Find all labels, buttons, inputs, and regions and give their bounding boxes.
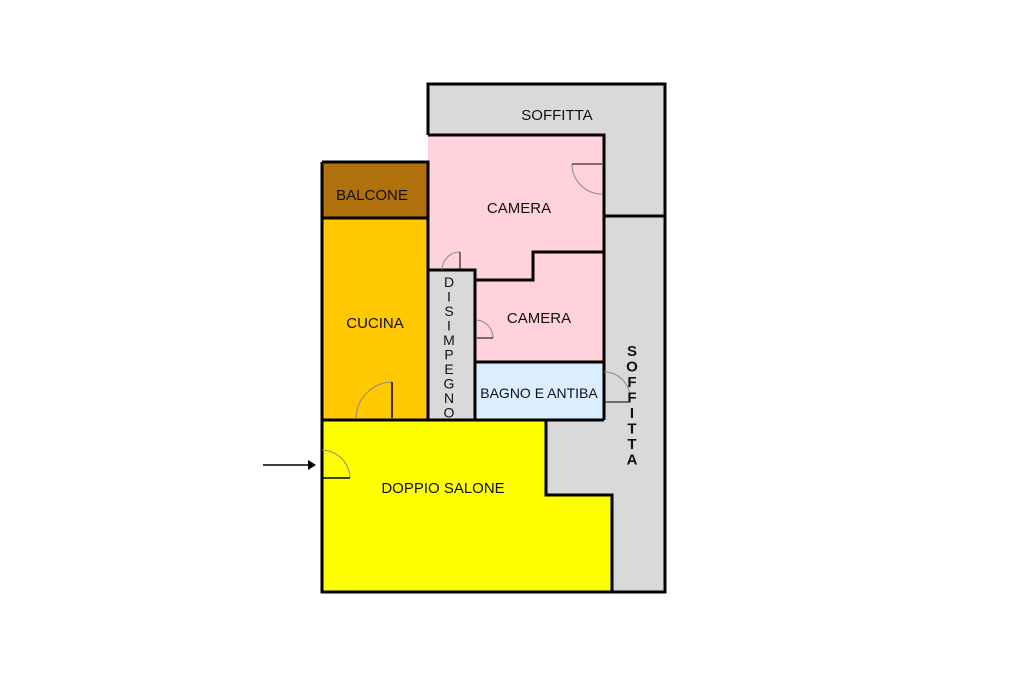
room-bagno	[475, 362, 604, 420]
vertical-letter: O	[626, 359, 638, 376]
walls	[320, 82, 667, 594]
vertical-letter: F	[627, 390, 636, 407]
room-camera-2	[475, 252, 604, 362]
room-disimpegno	[428, 270, 475, 420]
room-camera-1	[428, 135, 604, 280]
room-soffitta-notch	[546, 418, 612, 498]
vertical-letter: M	[443, 332, 455, 348]
vertical-letter: F	[627, 374, 636, 391]
label-cucina: CUCINA	[346, 315, 404, 332]
label-camera-1: CAMERA	[487, 200, 551, 217]
vertical-letter: O	[444, 405, 455, 421]
vertical-letter: I	[630, 405, 634, 422]
label-soffitta-top: SOFFITTA	[521, 107, 592, 124]
vertical-letter: E	[444, 361, 453, 377]
vertical-letter: S	[627, 343, 637, 360]
room-salone	[322, 420, 612, 592]
vertical-letter: G	[444, 376, 455, 392]
vertical-letter: I	[447, 289, 451, 305]
label-salone: DOPPIO SALONE	[381, 480, 504, 497]
label-bagno: BAGNO E ANTIBA	[480, 385, 598, 401]
vertical-letter: D	[444, 274, 454, 290]
vertical-letter: N	[444, 390, 454, 406]
vertical-letter: T	[627, 436, 636, 453]
entrance-arrow-icon	[263, 460, 316, 470]
room-balcone	[322, 162, 428, 218]
vertical-letter: I	[447, 318, 451, 334]
doors	[321, 163, 631, 479]
label-balcone: BALCONE	[336, 187, 408, 204]
vertical-letter: S	[444, 303, 453, 319]
vertical-letter: P	[444, 347, 453, 363]
vertical-letter: A	[627, 452, 638, 469]
label-camera-2: CAMERA	[507, 310, 571, 327]
room-soffitta-side	[604, 216, 665, 592]
vertical-letter: T	[627, 421, 636, 438]
label-soffitta-side: SOFFITTA	[626, 343, 638, 469]
